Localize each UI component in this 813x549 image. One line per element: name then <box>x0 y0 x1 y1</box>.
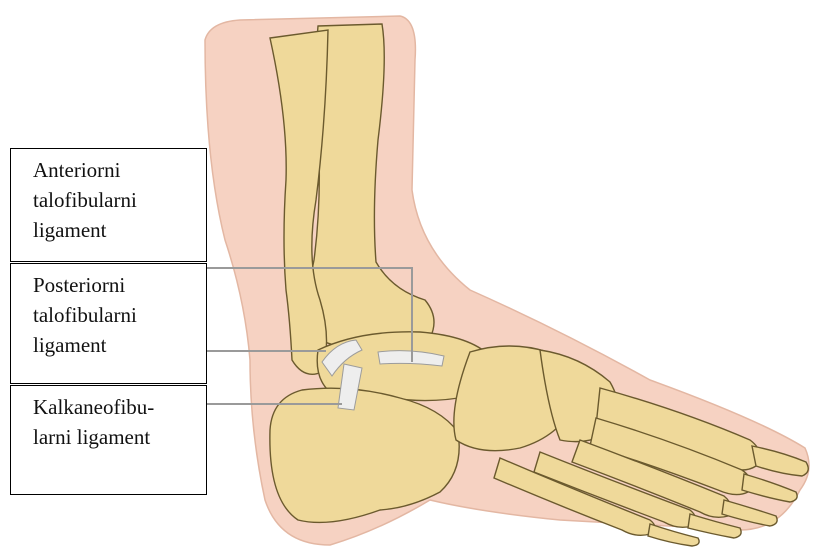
label-line: Posteriorni <box>33 270 206 300</box>
label-line: larni ligament <box>33 422 206 452</box>
label-line: talofibularni <box>33 300 206 330</box>
label-line: talofibularni <box>33 185 206 215</box>
label-line: Anteriorni <box>33 155 206 185</box>
label-calcaneofibular: Kalkaneofibu- larni ligament <box>10 385 207 495</box>
label-line: ligament <box>33 215 206 245</box>
label-line: ligament <box>33 330 206 360</box>
label-anterior-talofibular: Anteriorni talofibularni ligament <box>10 148 207 262</box>
label-posterior-talofibular: Posteriorni talofibularni ligament <box>10 263 207 384</box>
label-line: Kalkaneofibu- <box>33 392 206 422</box>
